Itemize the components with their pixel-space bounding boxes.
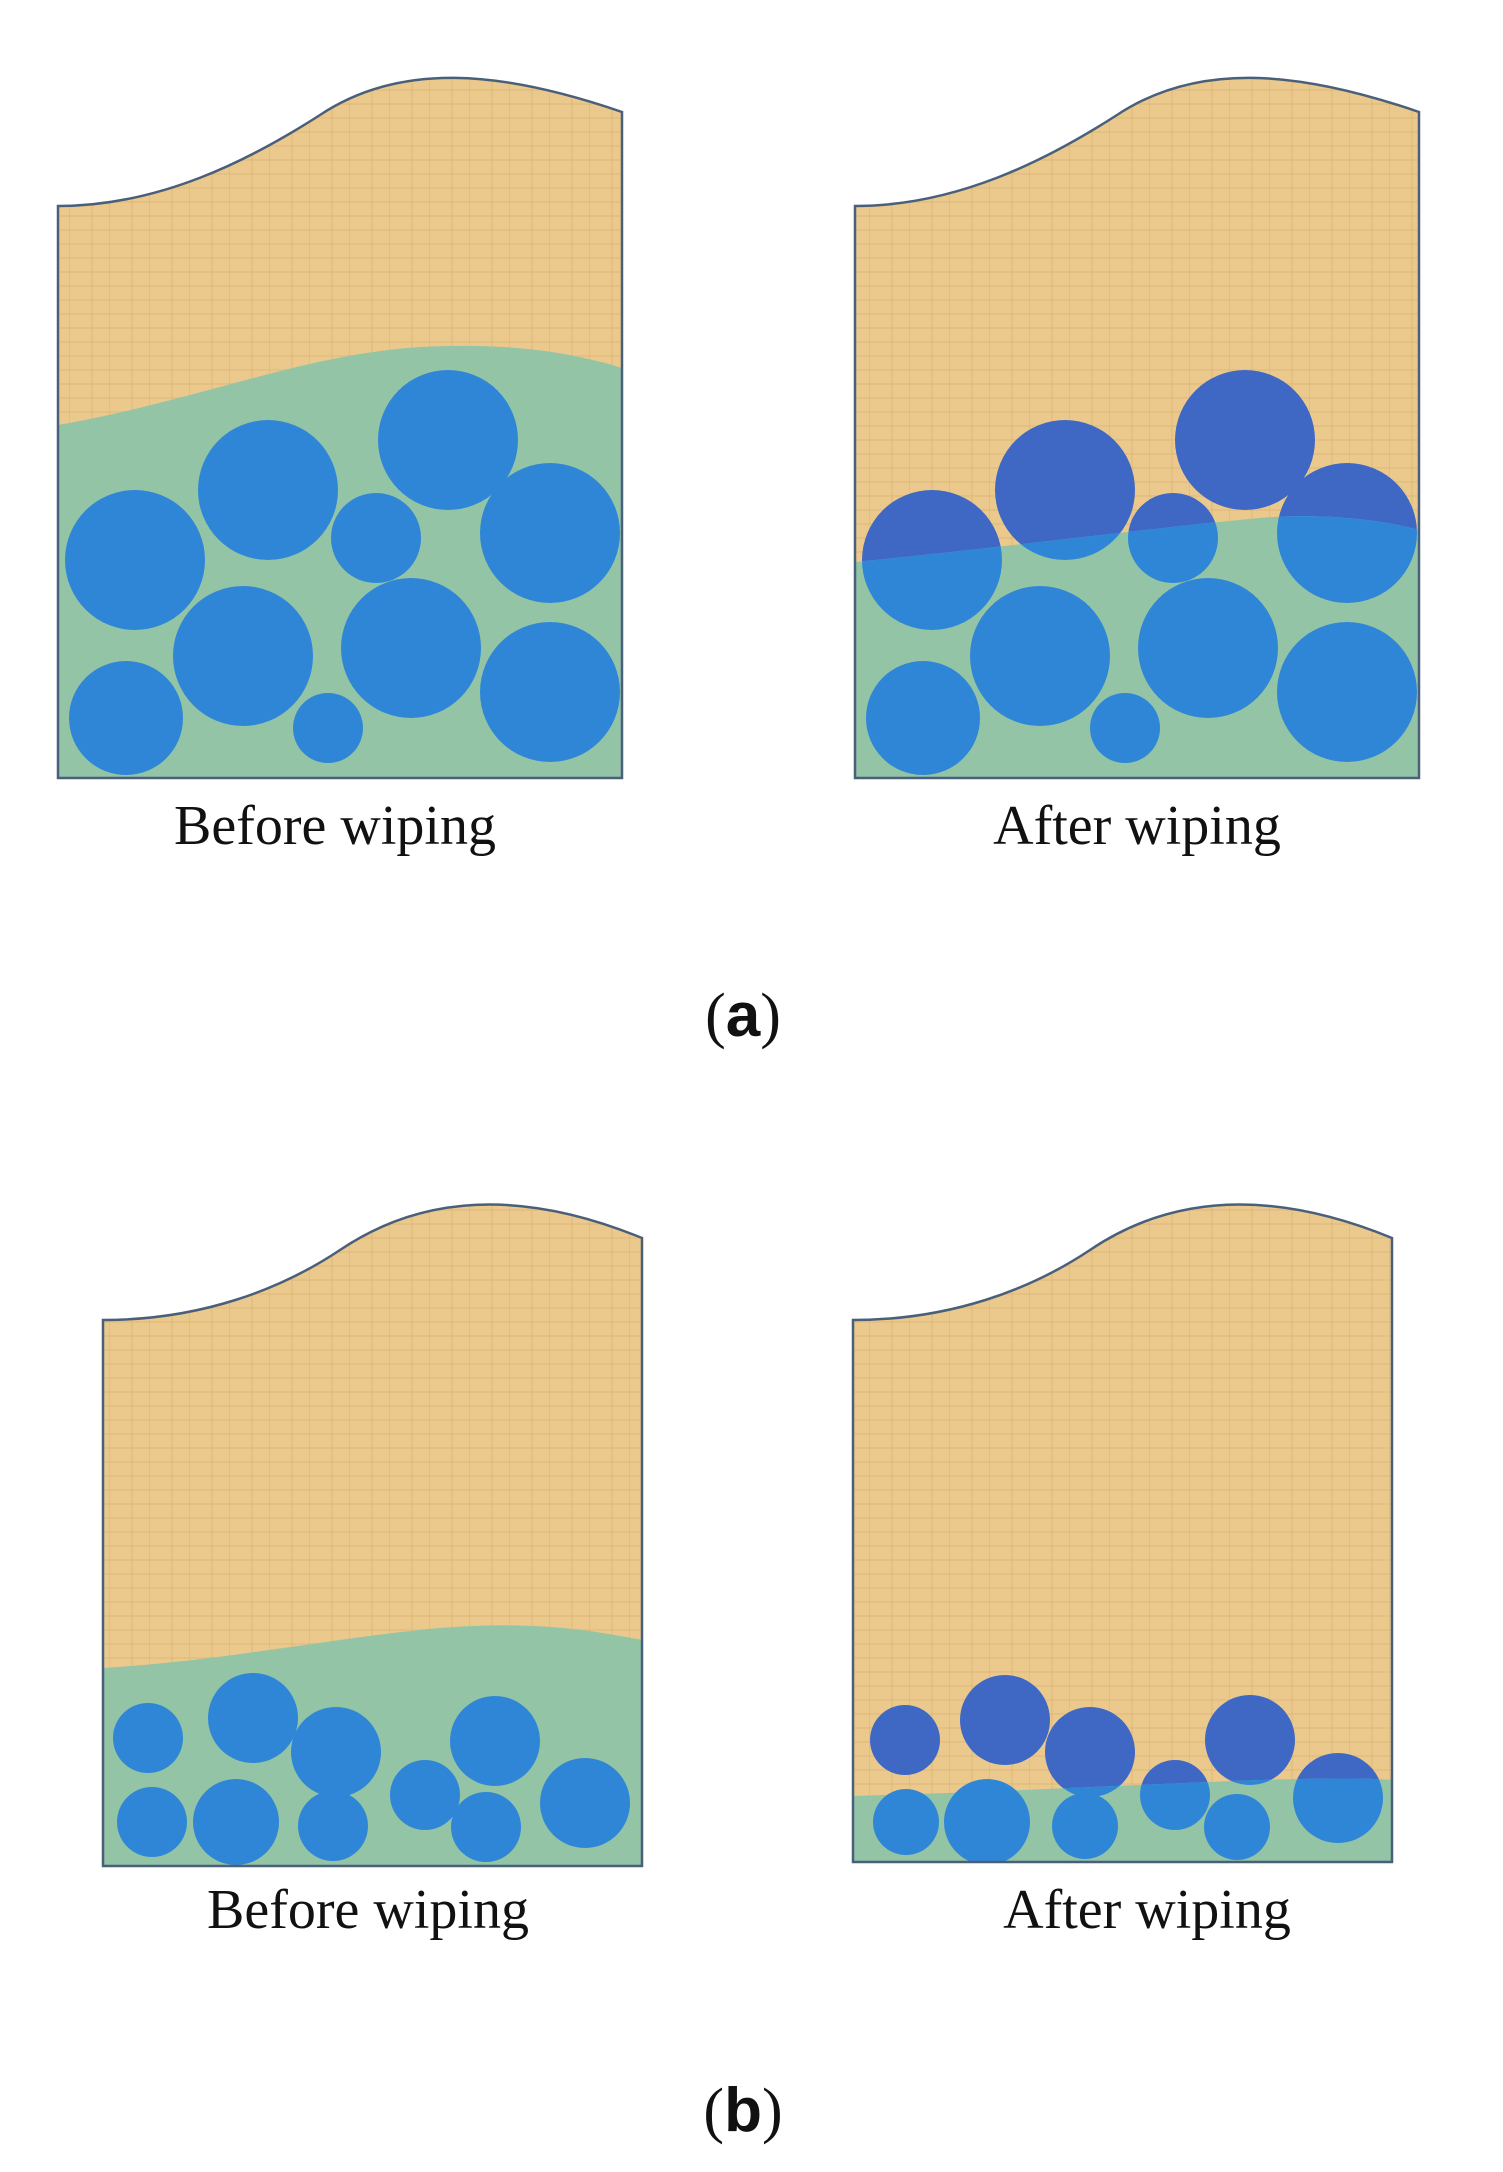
particle — [173, 586, 313, 726]
particle — [540, 1758, 630, 1848]
caption-b-before: Before wiping — [207, 1879, 529, 1941]
particle — [873, 1789, 939, 1855]
particle-group — [866, 578, 1417, 775]
paper-outline — [56, 76, 624, 780]
particle — [65, 490, 205, 630]
particle — [1205, 1695, 1295, 1785]
subfigure-b-after — [851, 1203, 1394, 1864]
particle — [390, 1760, 460, 1830]
particle — [1052, 1793, 1118, 1859]
particle — [293, 693, 363, 763]
particle — [341, 578, 481, 718]
particle — [451, 1792, 521, 1862]
particle — [870, 1705, 940, 1775]
panel-label-letter: a — [725, 981, 761, 1050]
particle-group — [873, 1779, 1270, 1862]
particle — [378, 370, 518, 510]
particle — [450, 1696, 540, 1786]
caption-a-after: After wiping — [993, 795, 1281, 857]
particle — [1090, 693, 1160, 763]
particle — [193, 1779, 279, 1865]
particle — [298, 1791, 368, 1861]
particle — [1204, 1794, 1270, 1860]
particle — [331, 493, 421, 583]
particle — [1140, 1778, 1210, 1830]
caption-b-after: After wiping — [1003, 1879, 1291, 1941]
particle — [1277, 516, 1417, 603]
panel-label-b: (b) — [613, 2077, 873, 2145]
particle — [1128, 516, 1218, 583]
particle — [970, 586, 1110, 726]
panel-label-letter: b — [724, 2076, 762, 2145]
subfigure-b-before — [101, 1203, 644, 1868]
particle — [480, 463, 620, 603]
particle — [1293, 1778, 1383, 1843]
panel-label-close: ) — [760, 982, 781, 1050]
panel-label-a: (a) — [613, 982, 873, 1050]
particle — [480, 622, 620, 762]
subfigure-a-after — [853, 76, 1421, 780]
particle — [995, 420, 1135, 560]
particle-group-submerged — [1045, 1778, 1383, 1843]
particle — [117, 1787, 187, 1857]
paper-outline — [851, 1203, 1394, 1864]
particle-group — [113, 1673, 630, 1865]
panel-label-close: ) — [761, 2077, 783, 2145]
particle — [944, 1779, 1030, 1862]
particle — [291, 1707, 381, 1797]
caption-a-before: Before wiping — [174, 795, 496, 857]
particle — [1045, 1707, 1135, 1797]
particle — [866, 661, 980, 775]
particle-group — [65, 370, 620, 775]
paper-outline — [101, 1203, 644, 1868]
particle — [1175, 370, 1315, 510]
particle — [113, 1703, 183, 1773]
panel-label-open: ( — [705, 982, 726, 1050]
paper-outline — [853, 76, 1421, 780]
panel-label-open: ( — [703, 2077, 725, 2145]
subfigure-a-before — [56, 76, 624, 780]
particle — [1277, 622, 1417, 762]
particle — [198, 420, 338, 560]
particle — [208, 1673, 298, 1763]
particle — [960, 1675, 1050, 1765]
particle — [1138, 578, 1278, 718]
particle — [69, 661, 183, 775]
